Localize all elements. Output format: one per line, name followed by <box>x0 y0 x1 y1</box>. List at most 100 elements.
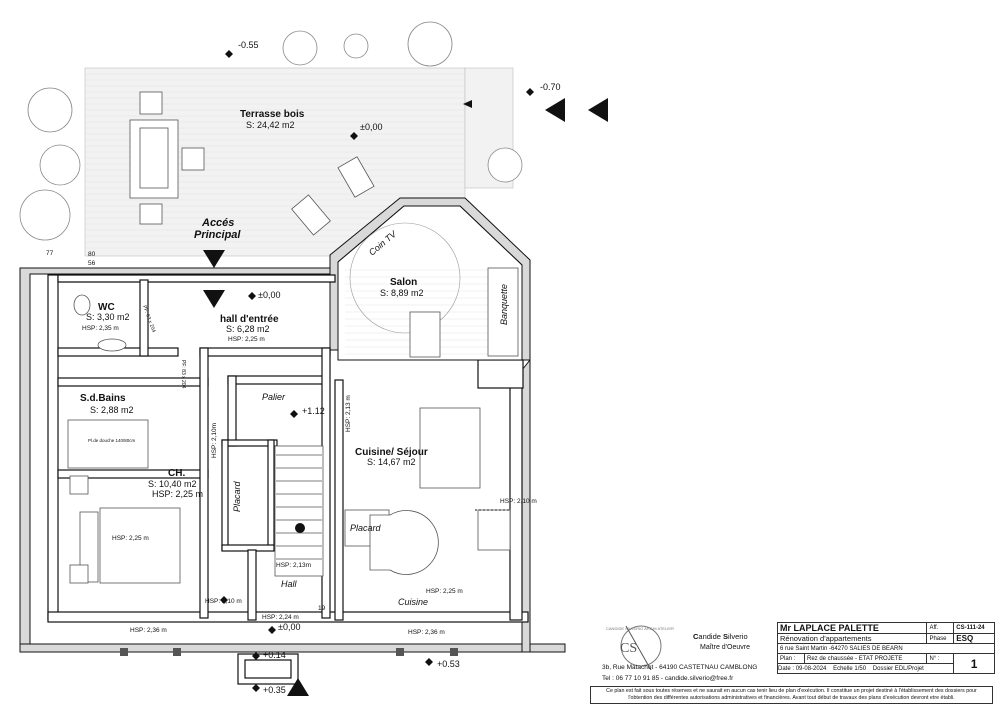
hall-arrow-icon <box>203 290 225 308</box>
entrance-title-line1: Accés <box>201 217 234 229</box>
phase-label: Phase <box>926 633 955 644</box>
wc-hsp: HSP: 2,35 m <box>82 325 119 332</box>
hsp-cuisine-wall: HSP: 2,13 m <box>345 395 352 432</box>
entrance-steps <box>237 653 299 685</box>
project-address: 6 rue Saint Martin -64270 SALIES DE BEAR… <box>777 643 995 654</box>
architect-name: Candide Silverio <box>693 632 748 641</box>
window-markers <box>120 648 458 656</box>
svg-text:CS: CS <box>620 641 637 656</box>
house-walls <box>19 197 566 653</box>
chambre-area: S: 10,40 m2 <box>148 479 197 489</box>
plan-label: Plan : <box>777 653 805 664</box>
aff-value: CS-111-24 <box>953 622 995 634</box>
scale-label: Echelle <box>833 665 853 672</box>
date-label: Date : <box>778 665 795 672</box>
plan-value: Rez de chaussée - ETAT PROJETE <box>803 653 928 664</box>
interior-walls <box>57 279 344 621</box>
garden-trees <box>19 21 523 241</box>
title-block: CS CANDIDE SILVERIO ARCHI ATELIER Candid… <box>590 618 995 706</box>
chambre-hsp: HSP: 2,25 m <box>152 489 203 499</box>
terrace-area: S: 24,42 m2 <box>246 120 295 130</box>
terrace-furniture <box>129 91 375 236</box>
cuisine-label: Cuisine <box>398 597 428 607</box>
date-value: 09-08-2024 <box>795 665 827 672</box>
bathroom-fixtures <box>67 294 149 469</box>
terrace-level: ±0,00 <box>360 122 382 132</box>
hall-name: Hall <box>281 579 298 589</box>
banquette-label: Banquette <box>499 284 509 325</box>
num-value: 1 <box>953 653 995 674</box>
architect-logo-icon: CS CANDIDE SILVERIO ARCHI ATELIER <box>606 625 674 671</box>
num-label: N° : <box>926 653 955 664</box>
hsp-sdb-wall: HSP: 2,10m <box>211 423 218 458</box>
placard-left-name: Placard <box>232 480 242 512</box>
cuisine-area: S: 14,67 m2 <box>367 457 416 467</box>
dim-80: 80 <box>88 251 96 258</box>
level-hall-entree: ±0,00 <box>258 290 280 300</box>
level-palier: +1.12 <box>302 406 325 416</box>
aff-label: Aff. <box>926 622 955 634</box>
level-step-bottom: +0.35 <box>263 685 286 695</box>
terrace-name: Terrasse bois <box>240 109 305 120</box>
stair-post-icon <box>295 523 305 533</box>
phase-value: ESQ <box>953 633 995 644</box>
cuisine-name: Cuisine/ Séjour <box>355 447 428 458</box>
level-step-mid: +0.14 <box>263 650 286 660</box>
svg-text:CANDIDE SILVERIO ARCHI ATELIER: CANDIDE SILVERIO ARCHI ATELIER <box>606 626 674 631</box>
dim-19: 19 <box>318 605 326 612</box>
chambre-name: CH. <box>168 468 185 479</box>
step-arrow-icon <box>287 678 309 696</box>
hsp-cuisine-right: HSP: 2,10 m <box>500 498 537 505</box>
sdb-area: S: 2,88 m2 <box>90 405 134 415</box>
level-arrow-icon <box>545 98 565 122</box>
hall-entree-area: S: 6,28 m2 <box>226 324 270 334</box>
palier-name: Palier <box>262 392 286 402</box>
entrance-arrow-icon <box>203 250 225 268</box>
hsp-hall-bottom: HSP: 2,24 m <box>262 614 299 621</box>
pf-hall-label: PF: 83 x 204 <box>180 360 186 389</box>
kitchen-furniture <box>344 407 511 575</box>
wc-name: WC <box>98 302 115 313</box>
hsp-cuisine-floor: HSP: 2,25 m <box>426 588 463 595</box>
level-hall: ±0,00 <box>278 622 300 632</box>
disclaimer: Ce plan est fait sous toutes réserves et… <box>590 686 993 704</box>
level-top: -0.55 <box>238 40 259 50</box>
architect-role: Maître d'Oeuvre <box>700 644 750 651</box>
project-name: Rénovation d'appartements <box>776 633 928 644</box>
dim-77: 77 <box>46 250 54 257</box>
dim-56: 56 <box>88 260 96 267</box>
folder-value: EDL/Projet <box>894 665 924 672</box>
hsp-ch-window: HSP: 2,36 m <box>130 627 167 634</box>
level-right-bottom: +0.53 <box>437 659 460 669</box>
meta-row: Date : 09-08-2024 Echelle 1/50 Dossier E… <box>776 663 955 674</box>
disclaimer-line2: l'obtention des différentes autorisation… <box>628 695 955 701</box>
wc-area: S: 3,30 m2 <box>86 312 130 322</box>
client-name: Mr LAPLACE PALETTE <box>776 622 928 634</box>
title-block-table: Mr LAPLACE PALETTE Aff. CS-111-24 Rénova… <box>776 622 995 674</box>
entrance-title-line2: Principal <box>194 229 241 241</box>
stairs <box>274 445 324 577</box>
salon-area: S: 8,89 m2 <box>380 288 424 298</box>
hsp-hall-top: HSP: 2,13m <box>276 562 311 569</box>
hsp-ch-bottom: HSP: 2,10 m <box>205 598 242 605</box>
hall-entree-hsp: HSP: 2,25 m <box>228 336 265 343</box>
scale-value: 1/50 <box>854 665 867 672</box>
placard-right-name: Placard <box>350 523 382 533</box>
hall-entree-name: hall d'entrée <box>220 314 279 325</box>
bedroom-furniture <box>69 475 181 584</box>
hsp-bed: HSP: 2,25 m <box>112 535 149 542</box>
salon-bay <box>337 205 523 361</box>
douche-label: Pl.de douche 140/80cm <box>88 438 136 443</box>
disclaimer-line1: Ce plan est fait sous toutes réserves et… <box>606 688 977 694</box>
sdb-name: S.d.Bains <box>80 393 126 404</box>
level-marker-icons <box>220 50 534 692</box>
architect-phone: Tel : 06 77 10 91 85 - candide.silverio@… <box>602 675 734 682</box>
architect-address: 3b, Rue Matachot - 64190 CASTETNAU CAMBL… <box>602 664 758 671</box>
level-right: -0.70 <box>540 82 561 92</box>
folder-label: Dossier <box>872 665 894 672</box>
salon-name: Salon <box>390 277 417 288</box>
small-arrow-icon <box>463 100 472 108</box>
hsp-cuisine-window: HSP: 2,36 m <box>408 629 445 636</box>
level-arrow-icon <box>588 98 608 122</box>
